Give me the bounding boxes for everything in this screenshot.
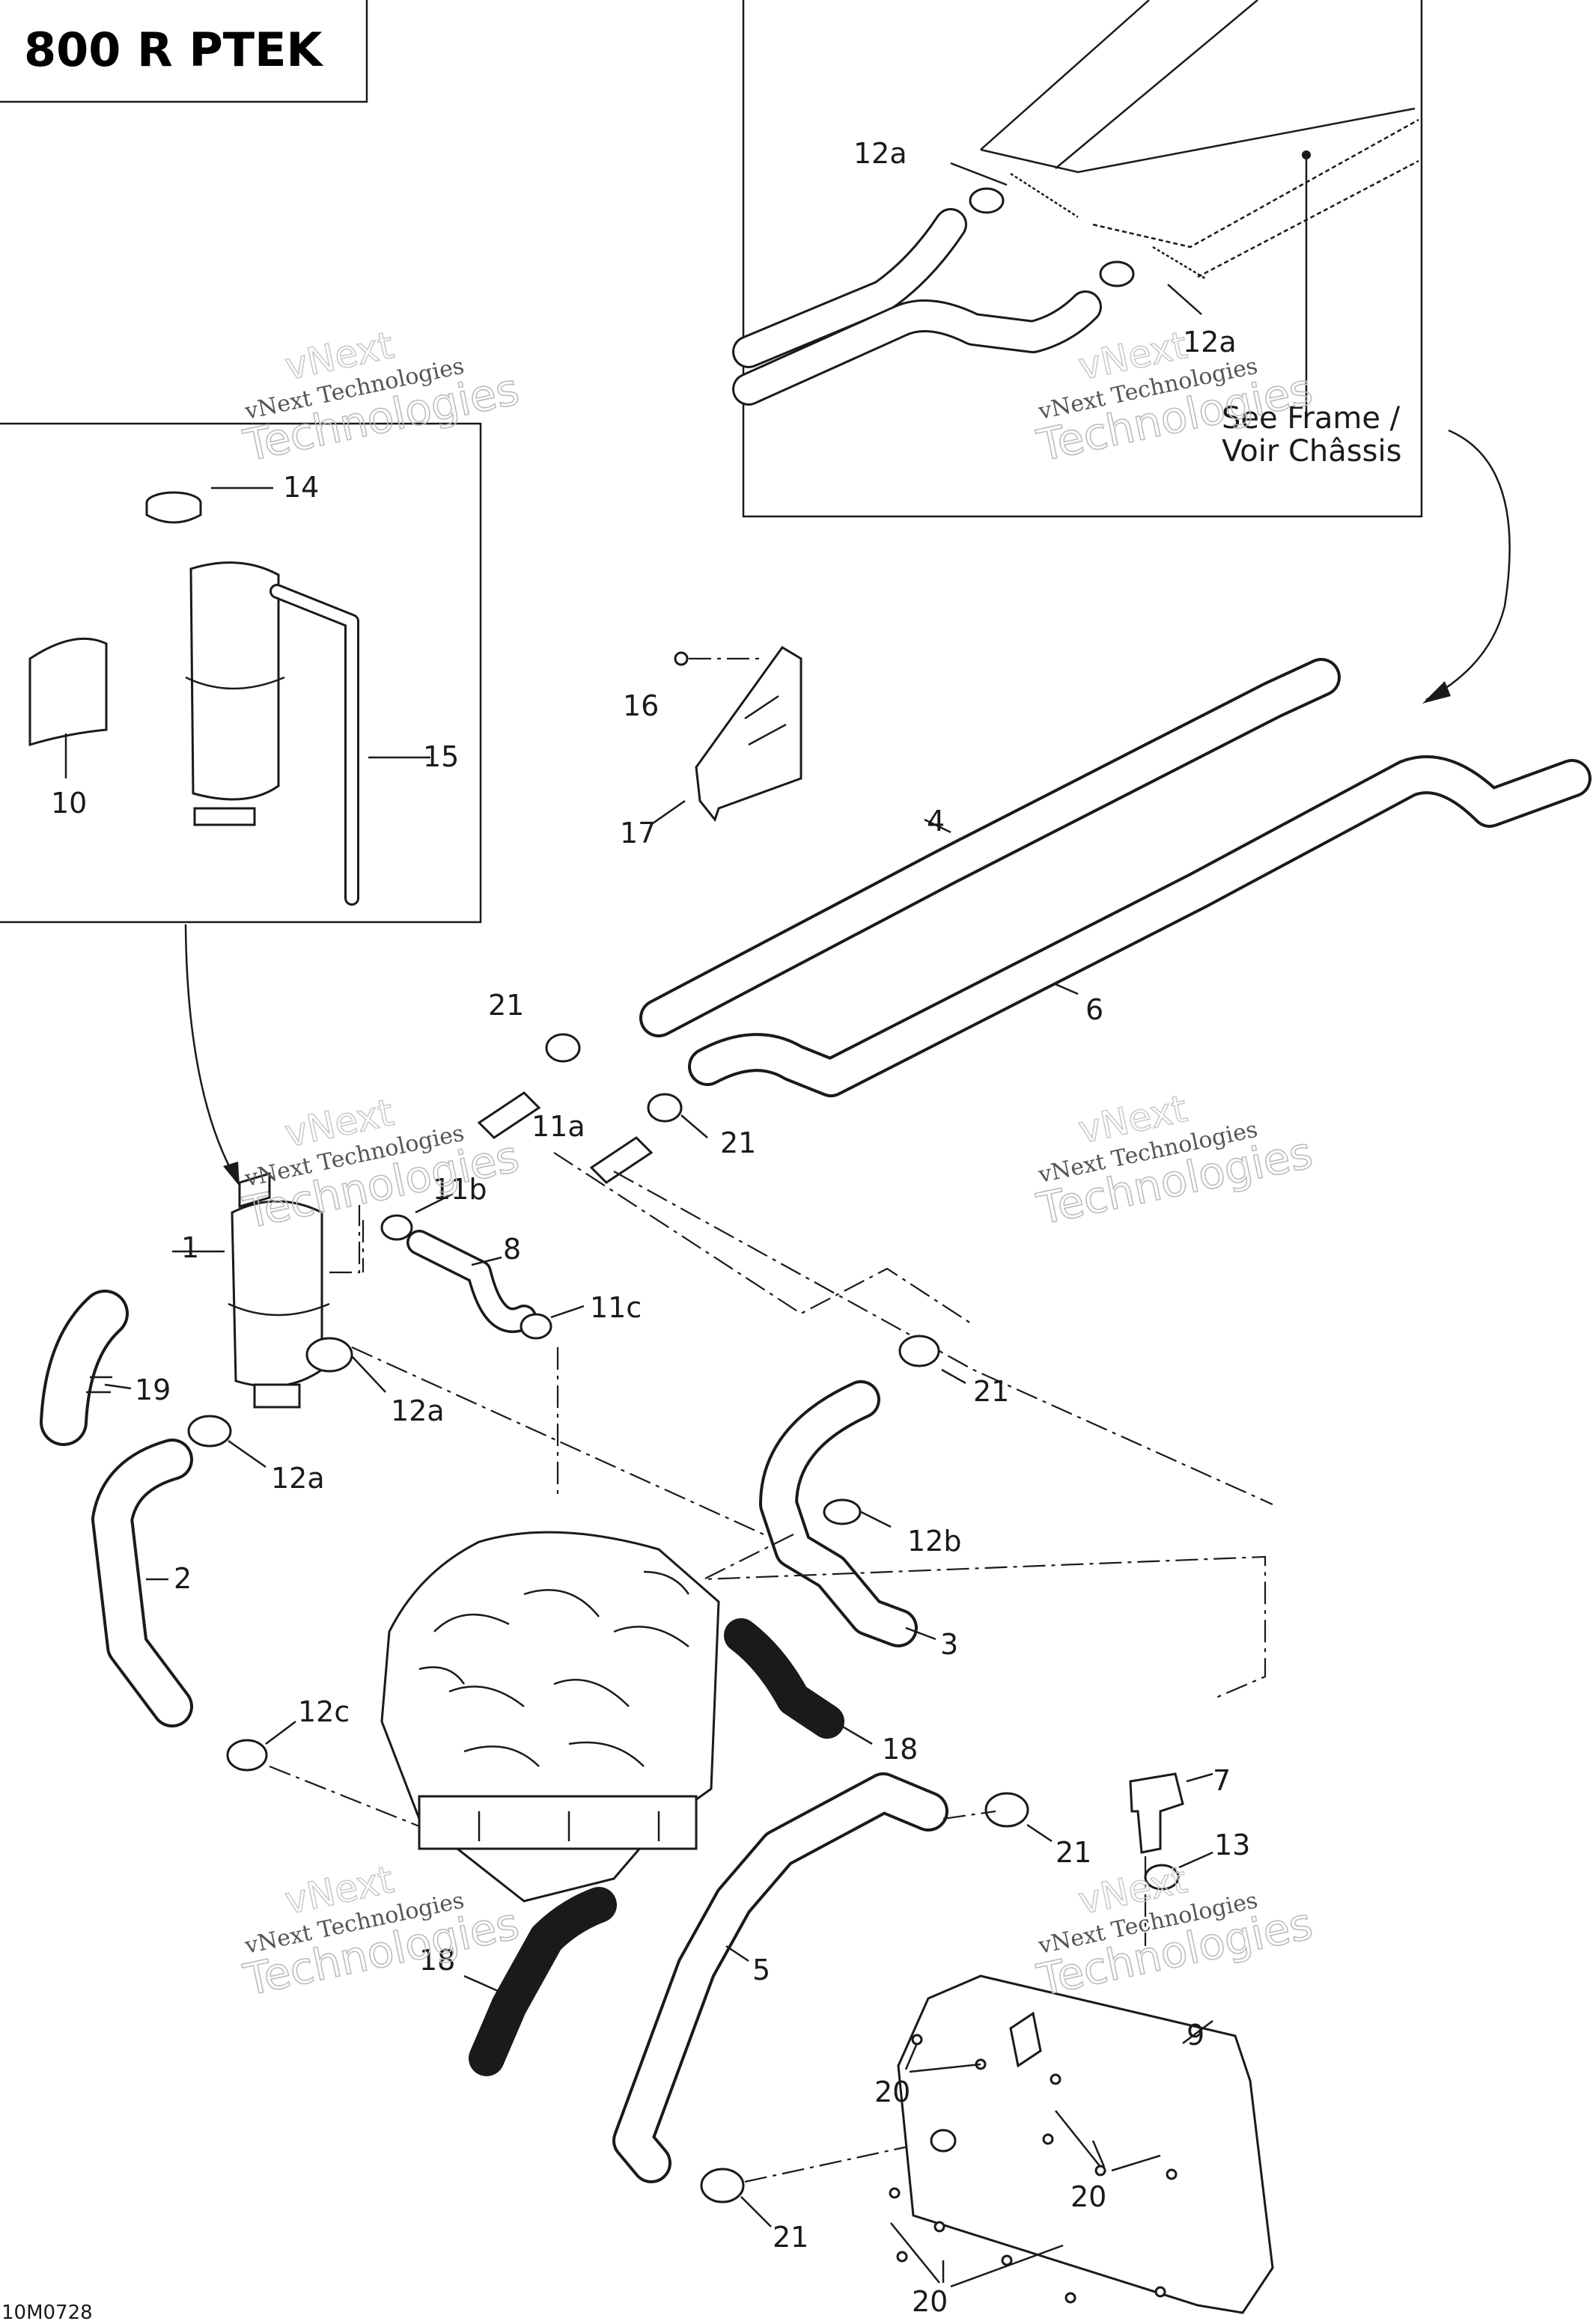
callout-14: 14	[283, 471, 319, 504]
see-frame-note-line1: See Frame /	[1222, 401, 1401, 436]
callout-18-lower: 18	[419, 1944, 455, 1977]
see-frame-note-line2: Voir Châssis	[1222, 434, 1401, 469]
watermark-1: vNext vNext Technologies Technologies	[239, 323, 524, 472]
engine	[380, 1531, 720, 1903]
callout-19: 19	[135, 1373, 171, 1406]
callout-21-c: 21	[973, 1375, 1009, 1408]
callout-20-b: 20	[1070, 2180, 1106, 2213]
callout-8: 8	[503, 1233, 521, 1266]
callout-15: 15	[423, 740, 459, 773]
callout-12a-inset-bottom: 12a	[1183, 326, 1237, 359]
callout-16: 16	[623, 689, 659, 722]
callout-11b: 11b	[433, 1173, 487, 1206]
watermark-3: vNext vNext Technologies Technologies	[239, 1090, 524, 1239]
callout-11c: 11c	[590, 1291, 642, 1324]
callout-12a-inset-top: 12a	[853, 137, 907, 170]
callout-3: 3	[940, 1628, 958, 1661]
part-17-guard: 16 17	[620, 646, 802, 850]
callout-12c: 12c	[298, 1695, 350, 1728]
callout-7: 7	[1213, 1764, 1231, 1797]
callout-11a: 11a	[532, 1110, 585, 1143]
callout-5: 5	[752, 1954, 770, 1986]
callout-4: 4	[927, 805, 945, 838]
callout-21-b: 21	[720, 1126, 756, 1159]
callout-6: 6	[1085, 993, 1103, 1026]
callout-12a-mid-lower: 12a	[271, 1462, 325, 1495]
callout-10: 10	[51, 787, 87, 820]
callout-21-a: 21	[488, 989, 524, 1022]
part-9-panel: 9 20 20 20	[874, 1974, 1274, 2318]
callout-20-c: 20	[912, 2285, 948, 2318]
watermark-4: vNext vNext Technologies Technologies	[1032, 1086, 1318, 1235]
callout-12a-mid-upper: 12a	[391, 1394, 445, 1427]
callout-2: 2	[174, 1562, 192, 1595]
callout-1: 1	[181, 1231, 199, 1264]
frame-inset: 12a 12a See Frame / Voir Châssis	[732, 0, 1423, 518]
reservoir-inset: 14 15 10	[0, 422, 482, 924]
callout-20-a: 20	[874, 2076, 910, 2108]
diagram-title: 800 R PTEK	[24, 22, 323, 77]
callout-21-e: 21	[773, 2221, 808, 2254]
callout-9: 9	[1187, 2019, 1204, 2052]
callout-18-upper: 18	[882, 1733, 918, 1766]
callout-17: 17	[620, 817, 656, 850]
drawing-code: 10M0728	[1, 2302, 93, 2324]
callout-13: 13	[1214, 1829, 1250, 1861]
callout-12b: 12b	[907, 1525, 961, 1558]
callout-21-d: 21	[1056, 1836, 1091, 1869]
part-1-reservoir: 1	[172, 1171, 361, 1409]
title-box: 800 R PTEK	[0, 0, 368, 103]
